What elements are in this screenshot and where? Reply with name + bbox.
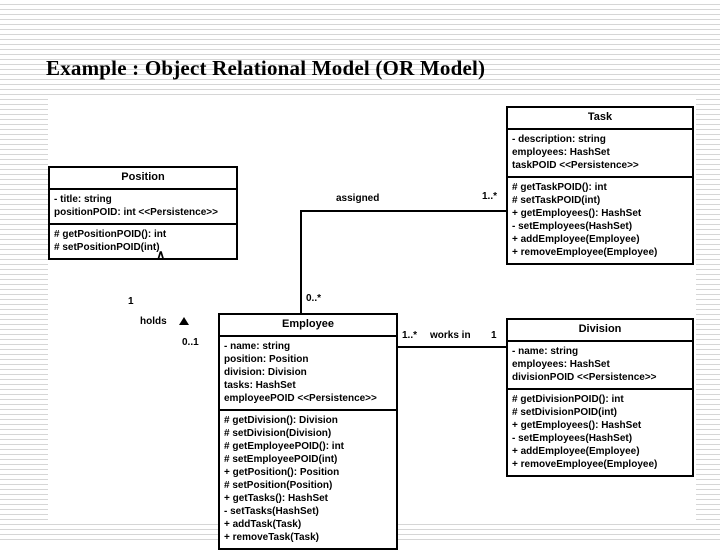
method: + getTasks(): HashSet <box>224 493 329 504</box>
method: # setPositionPOID(int) <box>54 242 160 253</box>
attribute: - description: string <box>512 134 606 145</box>
method: + getEmployees(): HashSet <box>512 420 642 431</box>
assoc-multiplicity-works-in-division: 1 <box>491 330 497 341</box>
assoc-line-assigned-horizontal <box>300 210 508 212</box>
attribute: tasks: HashSet <box>224 380 296 391</box>
uml-class-employee[interactable]: Employee - name: string position: Positi… <box>218 313 398 550</box>
method: # getEmployeePOID(): int <box>224 441 345 452</box>
class-name-task: Task <box>508 108 692 130</box>
class-attributes-division: - name: string employees: HashSet divisi… <box>508 342 692 390</box>
assoc-label-works-in: works in <box>430 330 471 341</box>
attribute: taskPOID <<Persistence>> <box>512 160 639 171</box>
method: + removeEmployee(Employee) <box>512 459 658 470</box>
class-attributes-position: - title: string positionPOID: int <<Pers… <box>50 190 236 225</box>
assoc-multiplicity-assigned-employee: 0..* <box>306 293 322 304</box>
attribute: division: Division <box>224 367 307 378</box>
method: + getPosition(): Position <box>224 467 340 478</box>
assoc-multiplicity-works-in-employee: 1..* <box>402 330 418 341</box>
attribute: - name: string <box>512 346 579 357</box>
class-attributes-task: - description: string employees: HashSet… <box>508 130 692 178</box>
method: + removeTask(Task) <box>224 532 319 543</box>
attribute: employees: HashSet <box>512 359 610 370</box>
method: # setPosition(Position) <box>224 480 333 491</box>
attribute: employees: HashSet <box>512 147 610 158</box>
method: # getDivision(): Division <box>224 415 338 426</box>
attribute: positionPOID: int <<Persistence>> <box>54 207 218 218</box>
assoc-label-assigned: assigned <box>336 193 380 204</box>
assoc-line-works-in <box>398 346 506 348</box>
assoc-multiplicity-assigned-task: 1..* <box>482 191 498 202</box>
method: + getEmployees(): HashSet <box>512 208 642 219</box>
method: + addEmployee(Employee) <box>512 446 640 457</box>
attribute: position: Position <box>224 354 309 365</box>
class-name-position: Position <box>50 168 236 190</box>
class-methods-task: # getTaskPOID(): int # setTaskPOID(int) … <box>508 178 692 263</box>
class-name-employee: Employee <box>220 315 396 337</box>
class-attributes-employee: - name: string position: Position divisi… <box>220 337 396 411</box>
method: # setDivision(Division) <box>224 428 332 439</box>
method: + addTask(Task) <box>224 519 302 530</box>
method: + addEmployee(Employee) <box>512 234 640 245</box>
attribute: - title: string <box>54 194 112 205</box>
uml-class-task[interactable]: Task - description: string employees: Ha… <box>506 106 694 265</box>
class-methods-position: # getPositionPOID(): int # setPositionPO… <box>50 225 236 258</box>
method: # getDivisionPOID(): int <box>512 394 624 405</box>
method: - setTasks(HashSet) <box>224 506 319 517</box>
attribute: divisionPOID <<Persistence>> <box>512 372 657 383</box>
assoc-line-assigned-vertical <box>300 210 302 315</box>
class-name-division: Division <box>508 320 692 342</box>
page-title: Example : Object Relational Model (OR Mo… <box>46 56 486 80</box>
assoc-multiplicity-holds-employee: 0..1 <box>182 337 199 348</box>
method: # setTaskPOID(int) <box>512 195 601 206</box>
class-methods-employee: # getDivision(): Division # setDivision(… <box>220 411 396 548</box>
class-methods-division: # getDivisionPOID(): int # setDivisionPO… <box>508 390 692 475</box>
method: # getPositionPOID(): int <box>54 229 167 240</box>
generalization-caret-position: ∧ <box>156 247 166 262</box>
attribute: employeePOID <<Persistence>> <box>224 393 377 404</box>
method: # getTaskPOID(): int <box>512 182 607 193</box>
assoc-multiplicity-holds-position: 1 <box>128 296 134 307</box>
attribute: - name: string <box>224 341 291 352</box>
method: - setEmployees(HashSet) <box>512 221 633 232</box>
uml-class-division[interactable]: Division - name: string employees: HashS… <box>506 318 694 477</box>
method: # setDivisionPOID(int) <box>512 407 618 418</box>
assoc-direction-triangle-holds <box>179 317 189 325</box>
diagram-canvas: Position - title: string positionPOID: i… <box>48 98 696 550</box>
uml-class-position[interactable]: Position - title: string positionPOID: i… <box>48 166 238 260</box>
method: + removeEmployee(Employee) <box>512 247 658 258</box>
method: # setEmployeePOID(int) <box>224 454 338 465</box>
assoc-label-holds: holds <box>140 316 167 327</box>
method: - setEmployees(HashSet) <box>512 433 633 444</box>
